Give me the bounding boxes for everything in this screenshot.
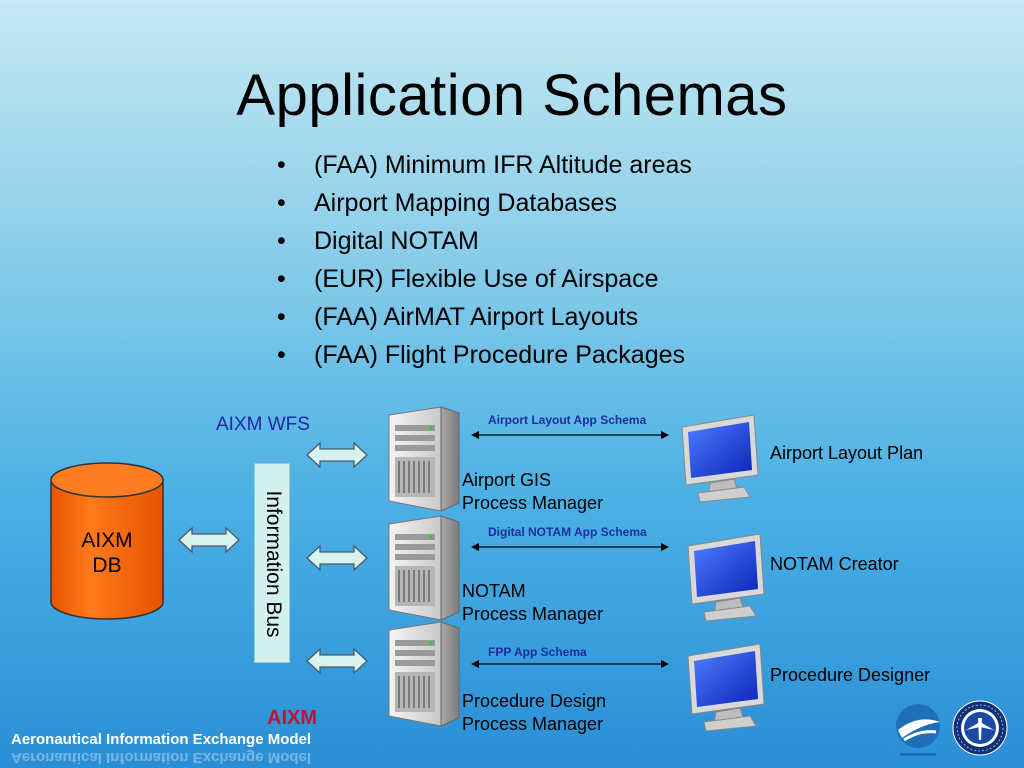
bullet-item: • (FAA) Flight Procedure Packages — [277, 336, 692, 374]
schema-label: Airport Layout App Schema — [488, 413, 647, 427]
connector-arrow — [471, 543, 669, 551]
bullet-text: (FAA) Minimum IFR Altitude areas — [314, 151, 692, 179]
page-title: Application Schemas — [236, 63, 788, 128]
schema-label: FPP App Schema — [488, 645, 587, 659]
server-label: NOTAM Process Manager — [462, 580, 603, 626]
bullet-dot: • — [277, 227, 286, 255]
server-label-line1: Procedure Design — [462, 691, 607, 711]
server-label-line2: Process Manager — [462, 493, 604, 513]
double-arrow-icon — [306, 544, 368, 572]
bullet-text: Digital NOTAM — [314, 227, 479, 255]
bullet-item: • Digital NOTAM — [277, 222, 692, 260]
faa-seal-logo — [952, 700, 1008, 756]
bullet-dot: • — [277, 151, 286, 179]
server-label-line2: Process Manager — [462, 604, 604, 624]
footer-text-reflection: Aeronautical Information Exchange Model — [11, 749, 312, 766]
client-label: Procedure Designer — [770, 665, 931, 685]
bullet-dot: • — [277, 189, 286, 217]
server-label-line1: Airport GIS — [462, 470, 552, 490]
server-label: Airport GIS Process Manager — [462, 469, 603, 515]
monitor-icon — [681, 414, 759, 503]
monitor-icon — [687, 643, 765, 732]
double-arrow-icon — [306, 647, 368, 675]
server-label-line2: Process Manager — [462, 714, 604, 734]
bullet-text: (FAA) AirMAT Airport Layouts — [314, 303, 639, 331]
bullet-text: (EUR) Flexible Use of Airspace — [314, 265, 659, 293]
database-label-line2: DB — [92, 554, 122, 577]
client-label: Airport Layout Plan — [770, 443, 924, 463]
bullet-item: • (EUR) Flexible Use of Airspace — [277, 260, 692, 298]
server-icon — [388, 406, 460, 512]
double-arrow-icon — [178, 526, 240, 554]
connector-arrow — [471, 431, 669, 439]
eurocontrol-logo — [896, 704, 940, 756]
bullet-dot: • — [277, 303, 286, 331]
server-label: Procedure Design Process Manager — [462, 690, 606, 736]
bullet-text: (FAA) Flight Procedure Packages — [314, 341, 685, 369]
schema-label: Digital NOTAM App Schema — [488, 525, 647, 539]
bullet-item: • (FAA) AirMAT Airport Layouts — [277, 298, 692, 336]
bullet-dot: • — [277, 341, 286, 369]
aixm-logo: AIXM — [267, 707, 317, 729]
database-label: AIXM DB — [52, 528, 162, 578]
information-bus-label: Information Bus — [262, 490, 285, 638]
information-bus: Information Bus — [254, 463, 290, 663]
wfs-label: AIXM WFS — [216, 414, 310, 435]
database-icon — [50, 462, 164, 620]
double-arrow-icon — [306, 441, 368, 469]
bullet-item: • Airport Mapping Databases — [277, 184, 692, 222]
monitor-icon — [687, 533, 765, 622]
connector-arrow — [471, 660, 669, 668]
bullet-item: • (FAA) Minimum IFR Altitude areas — [277, 146, 692, 184]
database-label-line1: AIXM — [81, 529, 133, 552]
server-icon — [388, 515, 460, 621]
footer-text: Aeronautical Information Exchange Model — [11, 731, 312, 748]
server-label-line1: NOTAM — [462, 581, 526, 601]
bullet-dot: • — [277, 265, 286, 293]
client-label: NOTAM Creator — [770, 554, 899, 574]
bullet-list: • (FAA) Minimum IFR Altitude areas • Airpo… — [277, 146, 692, 374]
bullet-text: Airport Mapping Databases — [314, 189, 617, 217]
server-icon — [388, 621, 460, 727]
